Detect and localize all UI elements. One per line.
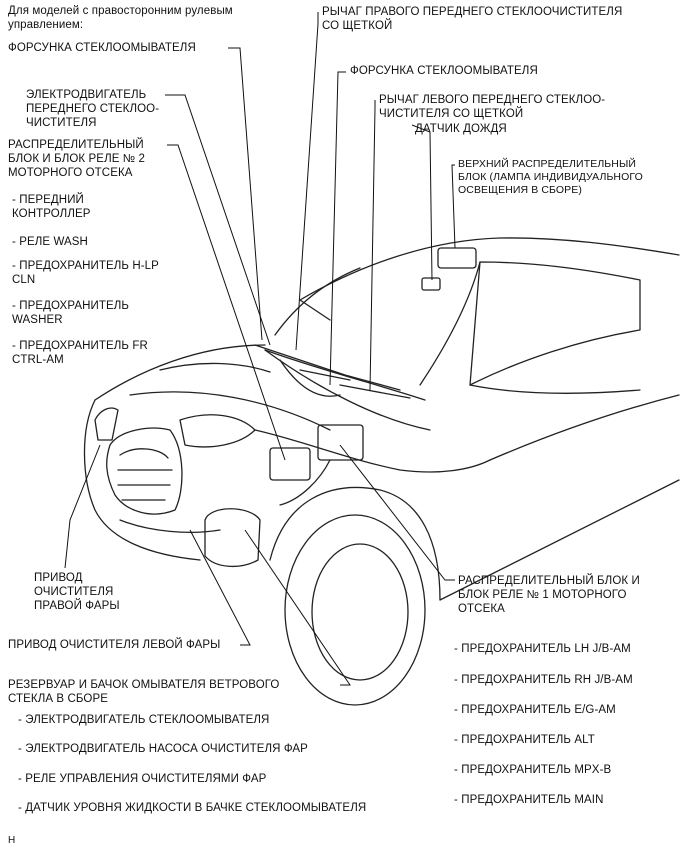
front-rim <box>311 543 409 681</box>
relay-block-1-shape <box>317 424 364 461</box>
leader-rh-wiper-arm <box>295 12 319 351</box>
windshield-top <box>299 299 331 321</box>
leader-front-wiper-motor <box>165 94 271 346</box>
relay-block-1-item: - ПРЕДОХРАНИТЕЛЬ RH J/B-AM <box>454 674 633 686</box>
side-window <box>469 261 641 386</box>
callout-front-wiper-motor: ЭЛЕКТРОДВИГАТЕЛЬ ПЕРЕДНЕГО СТЕКЛОО- ЧИСТ… <box>26 89 160 129</box>
wiper-linkage <box>254 344 401 391</box>
reservoir-item: - РЕЛЕ УПРАВЛЕНИЯ ОЧИСТИТЕЛЯМИ ФАР <box>18 773 267 785</box>
relay-block-1-item: - ПРЕДОХРАНИТЕЛЬ E/G-AM <box>454 704 616 716</box>
body-side <box>489 394 680 461</box>
wheel-arch <box>269 486 441 601</box>
callout-lh-wiper-arm: РЫЧАГ ЛЕВОГО ПЕРЕДНЕГО СТЕКЛОО- ЧИСТИТЕЛ… <box>379 94 606 120</box>
header-note: Для моделей с правосторонним рулевым упр… <box>8 5 233 31</box>
leader-lh-wiper-arm <box>369 100 376 391</box>
lower-intake <box>119 519 221 533</box>
leader-washer-nozzle-right <box>329 71 346 386</box>
headlamp-right <box>94 407 119 441</box>
windshield-bottom <box>264 349 426 401</box>
door-line <box>469 384 641 394</box>
washer-tank-shape <box>204 508 261 567</box>
callout-upper-junction-block: ВЕРХНИЙ РАСПРЕДЕЛИТЕЛЬНЫЙ БЛОК (ЛАМПА ИН… <box>458 158 643 196</box>
relay-block-2-item: - ПЕРЕДНИЙ КОНТРОЛЛЕР <box>12 194 91 220</box>
grille-outer <box>106 427 183 515</box>
callout-washer-reservoir: РЕЗЕРВУАР И БАЧОК ОМЫВАТЕЛЯ ВЕТРОВОГО СТ… <box>8 679 280 705</box>
hood-front <box>94 344 266 401</box>
leader-lh-headlamp <box>189 529 251 646</box>
callout-washer-nozzle-right: ФОРСУНКА СТЕКЛООМЫВАТЕЛЯ <box>350 65 538 77</box>
callout-lh-headlamp-cleaner: ПРИВОД ОЧИСТИТЕЛЯ ЛЕВОЙ ФАРЫ <box>8 639 221 651</box>
reservoir-item: - ЭЛЕКТРОДВИГАТЕЛЬ СТЕКЛООМЫВАТЕЛЯ <box>18 714 270 726</box>
rain-sensor-shape <box>421 277 441 291</box>
roof-outline <box>299 237 680 301</box>
windshield-left-edge <box>274 267 361 336</box>
relay-block-2-item: - ПРЕДОХРАНИТЕЛЬ WASHER <box>12 300 130 326</box>
windshield-right-edge <box>419 261 481 386</box>
hood-center-crease <box>129 391 331 431</box>
reservoir-item: - ДАТЧИК УРОВНЯ ЖИДКОСТИ В БАЧКЕ СТЕКЛОО… <box>18 802 367 814</box>
leader-rain-sensor <box>411 124 433 281</box>
callout-rain-sensor: ДАТЧИК ДОЖДЯ <box>415 123 507 135</box>
callout-rh-headlamp-cleaner: ПРИВОД ОЧИСТИТЕЛЯ ПРАВОЙ ФАРЫ <box>34 572 120 612</box>
hood-right <box>264 349 431 431</box>
front-fender <box>254 429 491 473</box>
relay-block-1-item: - ПРЕДОХРАНИТЕЛЬ MAIN <box>454 794 604 806</box>
rocker <box>439 479 680 601</box>
relay-block-2-item: - ПРЕДОХРАНИТЕЛЬ H-LP CLN <box>12 260 159 286</box>
leader-relay-block-1 <box>339 444 455 581</box>
leader-washer-nozzle-left <box>228 47 263 341</box>
leader-rh-headlamp <box>64 444 101 569</box>
callout-washer-nozzle-left: ФОРСУНКА СТЕКЛООМЫВАТЕЛЯ <box>8 42 196 54</box>
relay-block-1-item: - ПРЕДОХРАНИТЕЛЬ ALT <box>454 734 595 746</box>
harness <box>279 359 341 506</box>
figure-code: H <box>8 835 16 846</box>
leader-upper-junction <box>451 164 456 249</box>
relay-block-2-item: - РЕЛЕ WASH <box>12 236 88 248</box>
leader-relay-block-2 <box>167 144 286 461</box>
reservoir-item: - ЭЛЕКТРОДВИГАТЕЛЬ НАСОСА ОЧИСТИТЕЛЯ ФАР <box>18 743 308 755</box>
grille-inner <box>117 448 173 501</box>
relay-block-1-item: - ПРЕДОХРАНИТЕЛЬ MPX-B <box>454 764 612 776</box>
front-bumper <box>83 399 201 561</box>
callout-relay-block-1: РАСПРЕДЕЛИТЕЛЬНЫЙ БЛОК И БЛОК РЕЛЕ № 1 М… <box>458 575 640 615</box>
relay-block-2-shape <box>269 447 311 481</box>
wiper-arm-shape <box>299 369 411 399</box>
front-wheel <box>284 514 426 706</box>
hood-left-crease <box>159 362 271 373</box>
callout-relay-block-2: РАСПРЕДЕЛИТЕЛЬНЫЙ БЛОК И БЛОК РЕЛЕ № 2 М… <box>8 139 146 179</box>
callout-rh-wiper-arm: РЫЧАГ ПРАВОГО ПЕРЕДНЕГО СТЕКЛООЧИСТИТЕЛЯ… <box>322 6 623 32</box>
relay-block-2-item: - ПРЕДОХРАНИТЕЛЬ FR CTRL-AM <box>12 340 148 366</box>
leader-reservoir <box>244 529 351 686</box>
relay-block-1-item: - ПРЕДОХРАНИТЕЛЬ LH J/B-AM <box>454 643 631 655</box>
upper-junction-shape <box>437 247 477 269</box>
